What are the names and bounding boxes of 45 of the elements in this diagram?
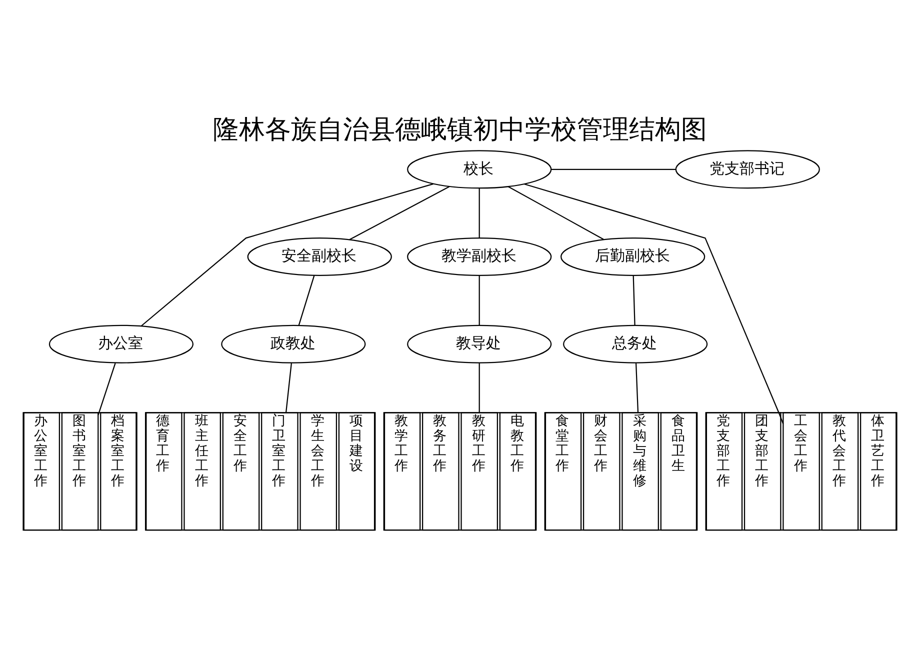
connector bbox=[478, 188, 480, 238]
node-box: 办公室工作 bbox=[22, 412, 60, 530]
connector bbox=[524, 183, 784, 424]
node-box: 党支部工作 bbox=[705, 412, 743, 530]
node-ellipse: 党支部书记 bbox=[675, 150, 820, 188]
node-box: 教代会工作 bbox=[821, 412, 859, 530]
node-box: 采购与维修 bbox=[622, 412, 659, 530]
node-box: 项目建设 bbox=[338, 412, 376, 530]
connector bbox=[98, 362, 116, 415]
node-ellipse: 教学副校长 bbox=[407, 236, 552, 276]
node-box: 食堂工作 bbox=[544, 412, 582, 530]
connector bbox=[478, 275, 480, 325]
node-box: 团支部工作 bbox=[744, 412, 782, 530]
diagram-title: 隆林各族自治县德峨镇初中学校管理结构图 bbox=[213, 114, 707, 144]
connector bbox=[140, 182, 434, 326]
node-ellipse: 总务处 bbox=[563, 324, 708, 363]
node-box: 安全工作 bbox=[222, 412, 260, 530]
node-box: 工会工作 bbox=[782, 412, 820, 530]
connector bbox=[298, 274, 315, 325]
node-ellipse: 安全副校长 bbox=[247, 236, 392, 276]
node-box: 德育工作 bbox=[144, 412, 182, 530]
node-box: 财会工作 bbox=[582, 412, 620, 530]
node-box: 教学工作 bbox=[383, 412, 421, 530]
node-box: 食品卫生 bbox=[660, 412, 698, 530]
node-box: 体卫艺工作 bbox=[860, 412, 898, 530]
connector bbox=[508, 186, 604, 240]
node-box: 门卫室工作 bbox=[261, 412, 298, 530]
connector bbox=[635, 362, 639, 412]
node-ellipse: 政教处 bbox=[221, 324, 366, 363]
node-ellipse: 办公室 bbox=[48, 324, 194, 363]
node-ellipse: 后勤副校长 bbox=[560, 236, 706, 276]
node-box: 电教工作 bbox=[499, 412, 537, 530]
connector bbox=[349, 186, 450, 240]
connector bbox=[551, 168, 676, 170]
node-box: 档案室工作 bbox=[100, 412, 138, 530]
connector bbox=[286, 362, 292, 412]
connector bbox=[632, 275, 636, 325]
connector bbox=[478, 362, 480, 412]
node-box: 班主任工作 bbox=[184, 412, 221, 530]
node-box: 学生会工作 bbox=[300, 412, 338, 530]
node-box: 教研工作 bbox=[460, 412, 498, 530]
node-box: 教务工作 bbox=[422, 412, 460, 530]
node-ellipse: 校长 bbox=[407, 150, 552, 188]
node-box: 图书室工作 bbox=[61, 412, 99, 530]
node-ellipse: 教导处 bbox=[407, 324, 552, 363]
